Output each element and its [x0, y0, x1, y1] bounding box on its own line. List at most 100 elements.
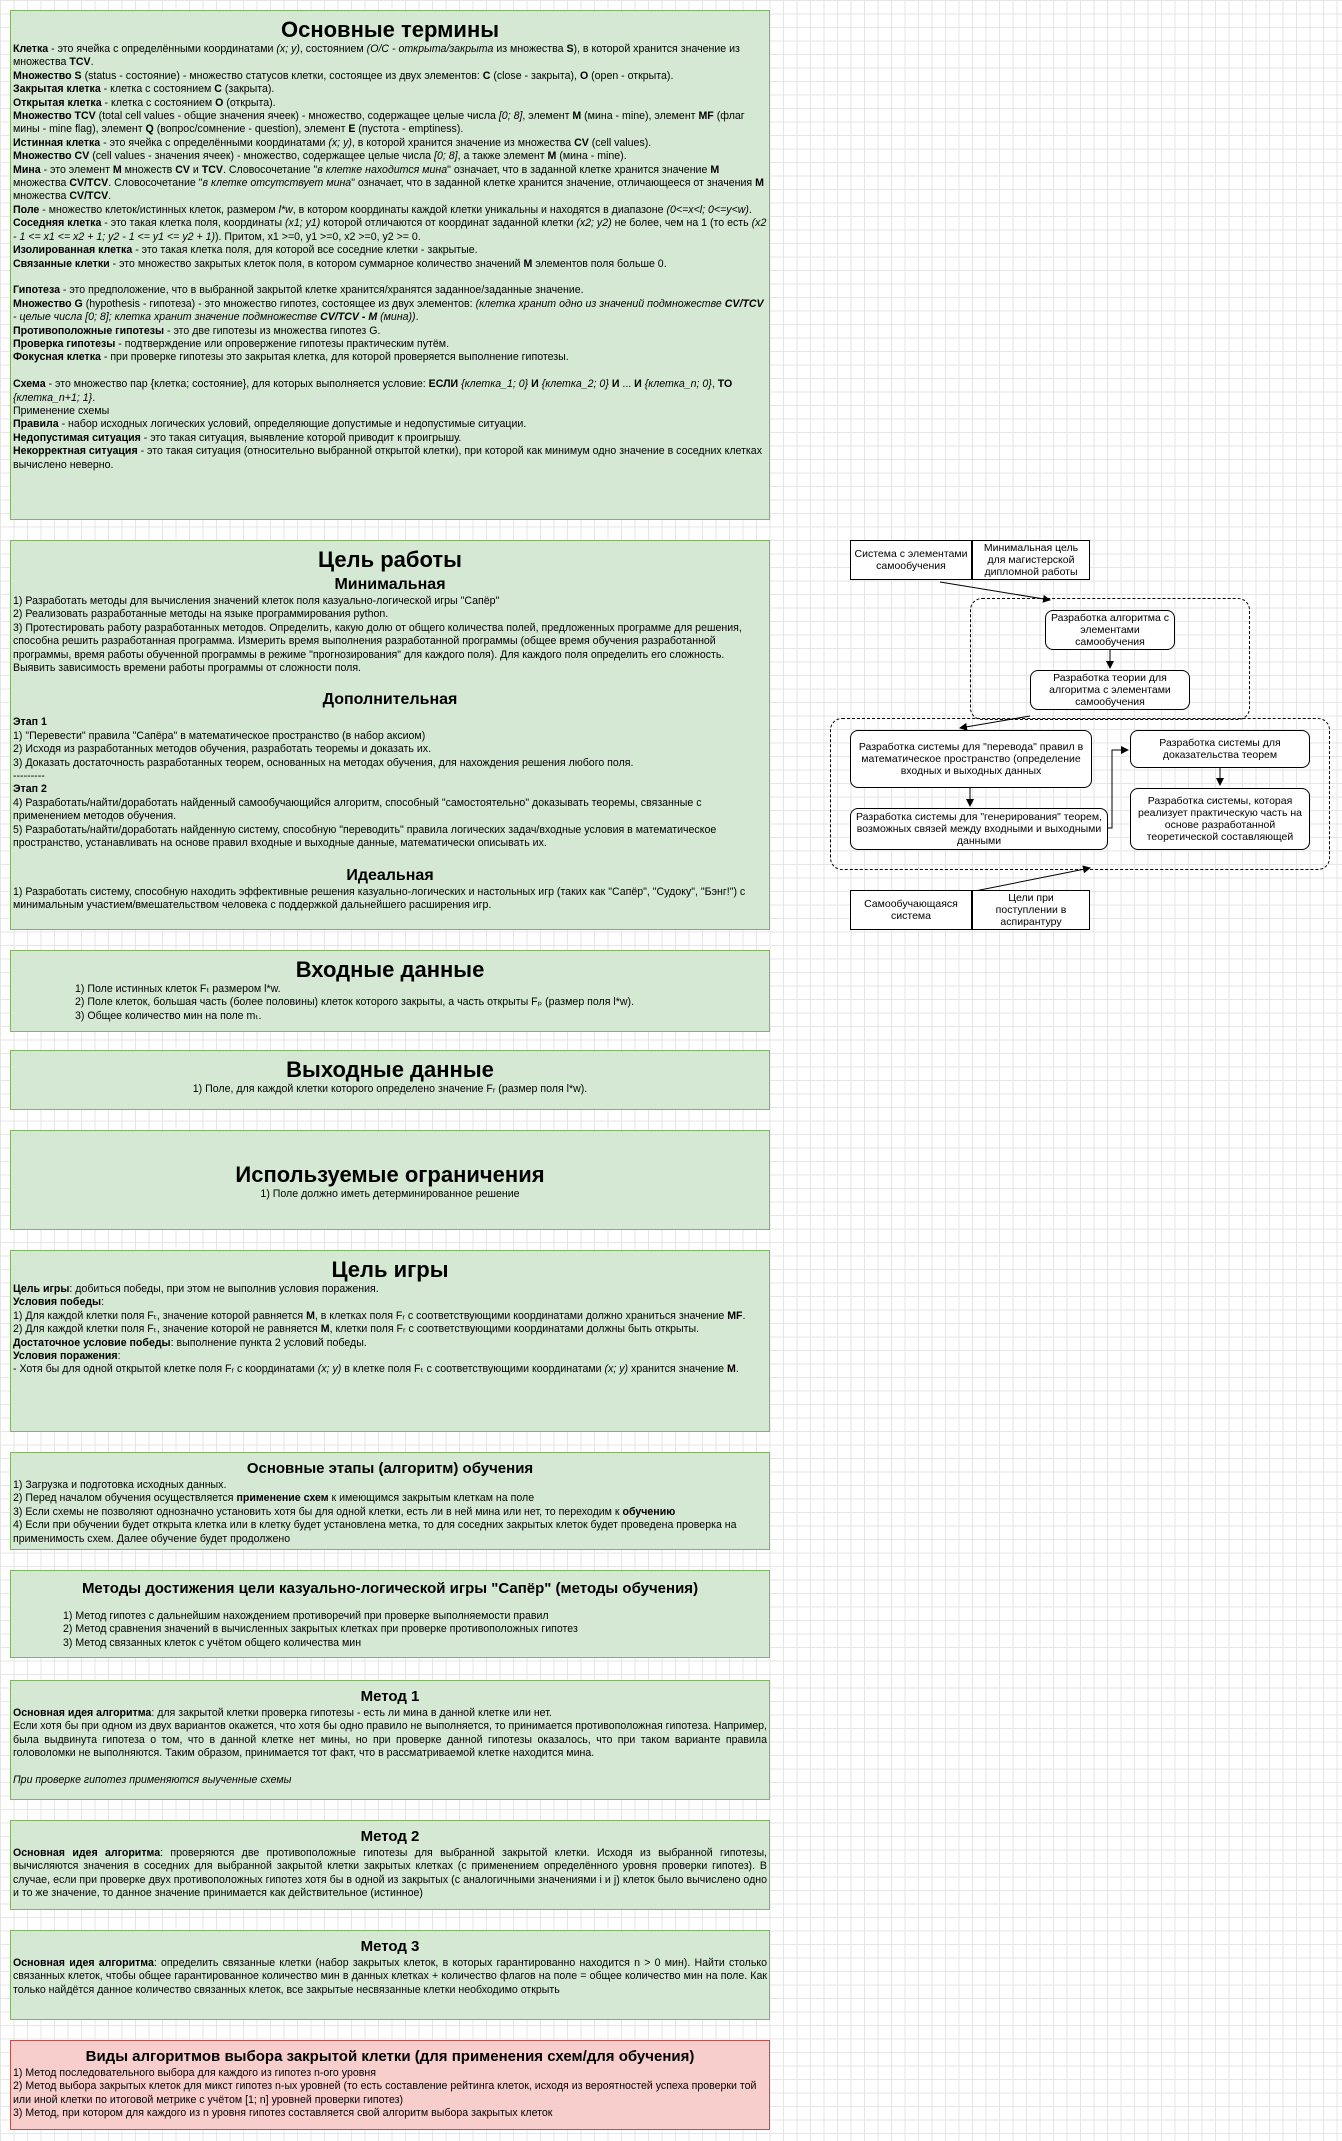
goal-add-title: Дополнительная [322, 691, 458, 709]
game-goal-title: Цель игры [331, 1257, 449, 1282]
stages-title: Основные этапы (алгоритм) обучения [246, 1460, 534, 1477]
term-definition: Противоположные гипотезы - это две гипот… [13, 324, 381, 337]
term-definition: Проверка гипотезы - подтверждение или оп… [13, 337, 450, 350]
arrow-group-to-phd [959, 715, 1031, 731]
method2-line: Основная идея алгоритма: проверяются две… [13, 1847, 767, 1900]
select-item: 2) Метод выбора закрытых клеток для микс… [13, 2080, 757, 2106]
stages-body: 1) Загрузка и подготовка исходных данных… [13, 1479, 767, 1546]
method1-line: Основная идея алгоритма: для закрытой кл… [13, 1707, 552, 1719]
method3-line: Основная идея алгоритма: определить связ… [13, 1957, 767, 1996]
theory-dev-box: Разработка теории для алгоритма с элемен… [1030, 670, 1190, 710]
goal-ideal-item: 1) Разработать систему, способную находи… [13, 885, 746, 911]
method1-line: Если хотя бы при одном из двух вариантов… [13, 1720, 767, 1760]
game-goal-line: Цель игры: добиться победы, при этом не … [13, 1283, 379, 1295]
term-definition: Соседняя клетка - это такая клетка поля,… [13, 217, 767, 243]
output-title: Выходные данные [286, 1057, 494, 1082]
goal-title: Цель работы [318, 547, 462, 572]
input-item: 2) Поле клеток, большая часть (более пол… [75, 996, 635, 1009]
input-panel: Входные данные 1) Поле истинных клеток F… [10, 950, 770, 1032]
game-goal-panel: Цель игры Цель игры: добиться победы, пр… [10, 1250, 770, 1432]
stage1-item: 3) Доказать достаточность разработанных … [13, 756, 634, 769]
terms-panel: Основные термины Клетка - это ячейка с о… [10, 10, 770, 520]
term-definition: Истинная клетка - это ячейка с определён… [13, 136, 652, 149]
stage-line: 3) Если схемы не позволяют однозначно ус… [13, 1505, 676, 1518]
game-goal-line: Достаточное условие победы: выполнение п… [13, 1336, 367, 1349]
arrow-self-to-phd [969, 865, 1091, 893]
method3-body: Основная идея алгоритма: определить связ… [13, 1957, 767, 1997]
term-definition: Связанные клетки - это множество закрыты… [13, 257, 667, 270]
term-definition: Недопустимая ситуация - это такая ситуац… [13, 431, 462, 444]
stage2-title: Этап 2 [13, 783, 47, 796]
select-panel: Виды алгоритмов выбора закрытой клетки (… [10, 2040, 770, 2130]
stage-line: 4) Если при обучении будет открыта клетк… [13, 1519, 737, 1545]
alg-dev-box: Разработка алгоритма с элементами самооб… [1045, 610, 1175, 650]
method2-title: Метод 2 [360, 1828, 420, 1845]
game-goal-body: Цель игры: добиться победы, при этом не … [13, 1283, 767, 1377]
limits-panel: Используемые ограничения 1) Поле должно … [10, 1130, 770, 1230]
self-learning-group [970, 598, 1250, 720]
term-definition: Некорректная ситуация - это такая ситуац… [13, 445, 762, 471]
goal-min-item: 1) Разработать методы для вычисления зна… [13, 595, 500, 607]
term-definition: Множество S (status - состояние) - множе… [13, 69, 674, 82]
methods-item: 3) Метод связанных клеток с учётом общег… [63, 1636, 362, 1649]
goal-panel: Цель работы Минимальная 1) Разработать м… [10, 540, 770, 930]
goal-min-title: Минимальная [334, 576, 446, 593]
method1-body: Основная идея алгоритма: для закрытой кл… [13, 1707, 767, 1787]
method1-title: Метод 1 [360, 1688, 420, 1705]
game-goal-line: Условия победы: [13, 1296, 105, 1309]
term-definition: Множество CV (cell values - значения яче… [13, 150, 627, 163]
stage1-item: 1) "Перевести" правила "Сапёра" в матема… [13, 729, 426, 742]
terms-body: Клетка - это ячейка с определёнными коор… [13, 43, 767, 472]
practical-dev-box: Разработка системы, которая реализует пр… [1130, 788, 1310, 850]
limits-title: Используемые ограничения [235, 1162, 545, 1188]
methods-item: 1) Метод гипотез с дальнейшим нахождение… [63, 1610, 549, 1622]
term-definition: Применение схемы [13, 404, 110, 417]
select-item: 1) Метод последовательного выбора для ка… [13, 2067, 376, 2079]
term-definition: Фокусная клетка - при проверке гипотезы … [13, 351, 569, 364]
output-item: 1) Поле, для каждой клетки которого опре… [192, 1083, 588, 1095]
input-title: Входные данные [295, 957, 485, 982]
method2-body: Основная идея алгоритма: проверяются две… [13, 1847, 767, 1901]
game-goal-line: Условия поражения: [13, 1350, 121, 1363]
select-item: 3) Метод, при котором для каждого из n у… [13, 2107, 553, 2120]
term-definition: Множество G (hypothesis - гипотеза) - эт… [13, 297, 764, 324]
stage2-item: 4) Разработать/найти/доработать найденны… [13, 796, 702, 823]
method3-panel: Метод 3 Основная идея алгоритма: определ… [10, 1930, 770, 2020]
method2-panel: Метод 2 Основная идея алгоритма: проверя… [10, 1820, 770, 1910]
goal-min-item: 3) Протестировать работу разработанных м… [13, 621, 742, 675]
phd-goal-box: Цели при поступлении в аспирантуру [972, 890, 1090, 930]
stages-panel: Основные этапы (алгоритм) обучения 1) За… [10, 1452, 770, 1550]
select-title: Виды алгоритмов выбора закрытой клетки (… [85, 2048, 695, 2065]
goal-ideal-title: Идеальная [346, 866, 434, 884]
method1-line: При проверке гипотез применяются выученн… [13, 1774, 292, 1787]
arrow-sys-to-group [939, 581, 1051, 603]
output-panel: Выходные данные 1) Поле, для каждой клет… [10, 1050, 770, 1110]
stage1-title: Этап 1 [13, 716, 47, 729]
stage1-item: 2) Исходя из разработанных методов обуче… [13, 743, 432, 756]
method1-panel: Метод 1 Основная идея алгоритма: для зак… [10, 1680, 770, 1800]
term-definition: Правила - набор исходных логических усло… [13, 418, 527, 431]
term-definition: Поле - множество клеток/истинных клеток,… [13, 203, 752, 216]
term-definition: Мина - это элемент M множеств CV и TCV. … [13, 163, 764, 203]
generate-dev-box: Разработка системы для "генерирования" т… [850, 808, 1108, 850]
methods-panel: Методы достижения цели казуально-логичес… [10, 1570, 770, 1658]
self-learning-system-box: Самообучающаяся система [850, 890, 972, 930]
input-item: 1) Поле истинных клеток Fₜ размером l*w. [75, 983, 281, 995]
term-definition: Множество TCV (total cell values - общие… [13, 110, 745, 136]
term-definition: Схема - это множество пар {клетка; состо… [13, 378, 733, 404]
proof-dev-box: Разработка системы для доказательства те… [1130, 730, 1310, 768]
stage-line: 1) Загрузка и подготовка исходных данных… [13, 1479, 227, 1491]
term-definition: Открытая клетка - клетка с состоянием O … [13, 96, 276, 109]
term-definition: Гипотеза - это предположение, что в выбр… [13, 284, 584, 297]
arrow-generate-to-proof [1107, 746, 1129, 829]
stage-line: 2) Перед началом обучения осуществляется… [13, 1492, 535, 1505]
term-definition: Клетка - это ячейка с определёнными коор… [13, 43, 740, 69]
sys-self-learning-box: Система с элементами самообучения [850, 540, 972, 580]
game-goal-line: 2) Для каждой клетки поля Fₜ, значение к… [13, 1323, 700, 1336]
terms-title: Основные термины [280, 17, 500, 42]
goal-min-item: 2) Реализовать разработанные методы на я… [13, 608, 389, 621]
term-definition: Закрытая клетка - клетка с состоянием C … [13, 83, 275, 96]
stage2-item: 5) Разработать/найти/доработать найденну… [13, 823, 717, 850]
game-goal-line: - Хотя бы для одной открытой клетке поля… [13, 1363, 739, 1376]
